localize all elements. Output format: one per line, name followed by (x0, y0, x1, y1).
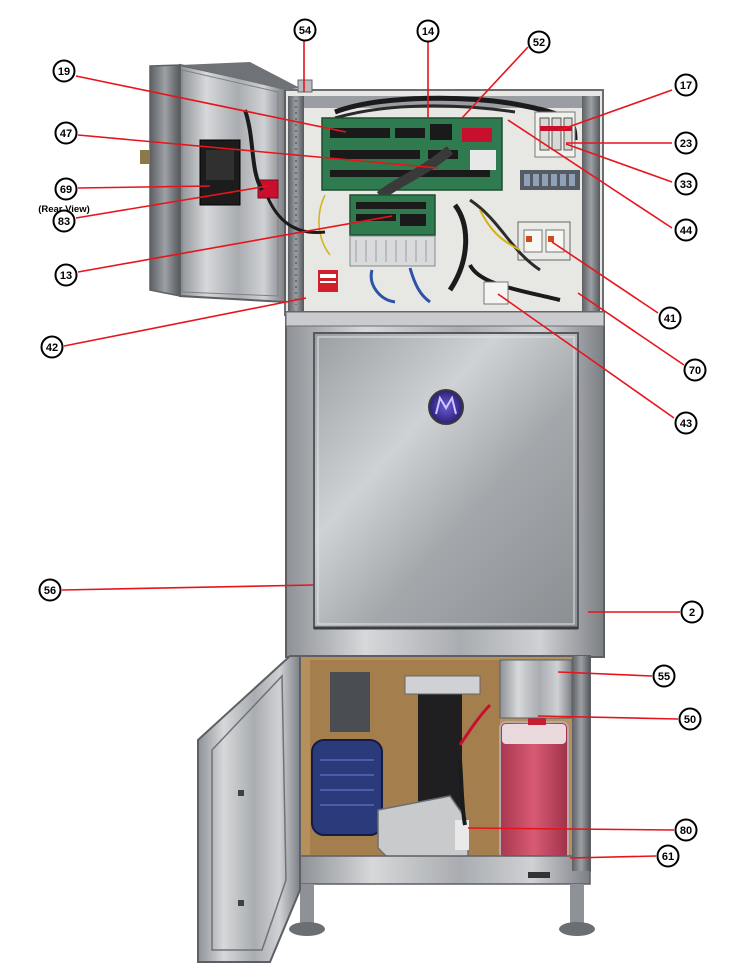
foot-left (289, 922, 325, 936)
leader-69 (77, 185, 211, 189)
callout-61: 61 (656, 844, 680, 868)
leader-47 (77, 134, 439, 169)
callout-23: 23 (674, 131, 698, 155)
callout-44: 44 (674, 218, 698, 242)
svg-text:41: 41 (664, 313, 676, 325)
leader-33 (565, 143, 673, 183)
svg-text:14: 14 (422, 26, 435, 38)
callout-markers: 54 14 52 19 17 47 23 69 (Rear View) 33 8… (38, 18, 707, 868)
svg-text:69: 69 (60, 184, 72, 196)
callout-69: 69 (54, 177, 78, 201)
callout-83: 83 (52, 209, 76, 233)
callout-43: 43 (674, 411, 698, 435)
callout-14: 14 (416, 19, 440, 43)
svg-text:55: 55 (658, 671, 670, 683)
leader-55 (557, 671, 653, 677)
leader-50 (537, 715, 679, 720)
callout-33: 33 (674, 172, 698, 196)
callout-13: 13 (54, 263, 78, 287)
leader-lines (61, 40, 685, 859)
leader-83 (75, 185, 269, 219)
leader-13 (77, 215, 393, 273)
leader-43 (497, 293, 675, 419)
svg-text:43: 43 (680, 418, 692, 430)
leader-61 (569, 855, 657, 859)
callout-50: 50 (678, 707, 702, 731)
callout-19: 19 (52, 59, 76, 83)
pump-motor (311, 739, 383, 836)
svg-text:47: 47 (60, 128, 72, 140)
svg-text:61: 61 (662, 851, 674, 863)
leader-44 (507, 119, 673, 229)
callout-55: 55 (652, 664, 676, 688)
base-tray (299, 855, 591, 885)
leader-80 (467, 827, 675, 831)
callout-70: 70 (683, 358, 707, 382)
svg-text:54: 54 (299, 25, 312, 37)
wash-chamber-door (313, 332, 579, 629)
callout-42: 42 (40, 335, 64, 359)
svg-text:52: 52 (533, 37, 545, 49)
callout-47: 47 (54, 121, 78, 145)
svg-text:2: 2 (689, 607, 695, 619)
svg-text:33: 33 (680, 179, 692, 191)
leader-56 (61, 584, 315, 591)
svg-text:80: 80 (680, 825, 692, 837)
callout-2: 2 (680, 600, 704, 624)
callout-54: 54 (293, 18, 317, 42)
callout-41: 41 (658, 306, 682, 330)
svg-text:70: 70 (689, 365, 701, 377)
leader-42 (63, 297, 307, 347)
leader-70 (577, 292, 685, 366)
svg-text:13: 13 (60, 270, 72, 282)
svg-text:83: 83 (58, 216, 70, 228)
leader-19 (75, 75, 347, 133)
callout-17: 17 (674, 73, 698, 97)
svg-text:42: 42 (46, 342, 58, 354)
callout-52: 52 (527, 30, 551, 54)
svg-text:50: 50 (684, 714, 696, 726)
svg-text:44: 44 (680, 225, 693, 237)
lower-cabinet-door (197, 655, 301, 963)
svg-text:56: 56 (44, 585, 56, 597)
foot-right (559, 922, 595, 936)
junction-box (483, 281, 509, 305)
chemical-bracket (499, 659, 573, 719)
leader-41 (551, 241, 659, 314)
machine-illustration (140, 62, 605, 963)
svg-text:23: 23 (680, 138, 692, 150)
leader-17 (559, 89, 673, 131)
svg-text:19: 19 (58, 66, 70, 78)
callout-80: 80 (674, 818, 698, 842)
leader-52 (461, 46, 529, 119)
svg-text:17: 17 (680, 80, 692, 92)
callout-56: 56 (38, 578, 62, 602)
